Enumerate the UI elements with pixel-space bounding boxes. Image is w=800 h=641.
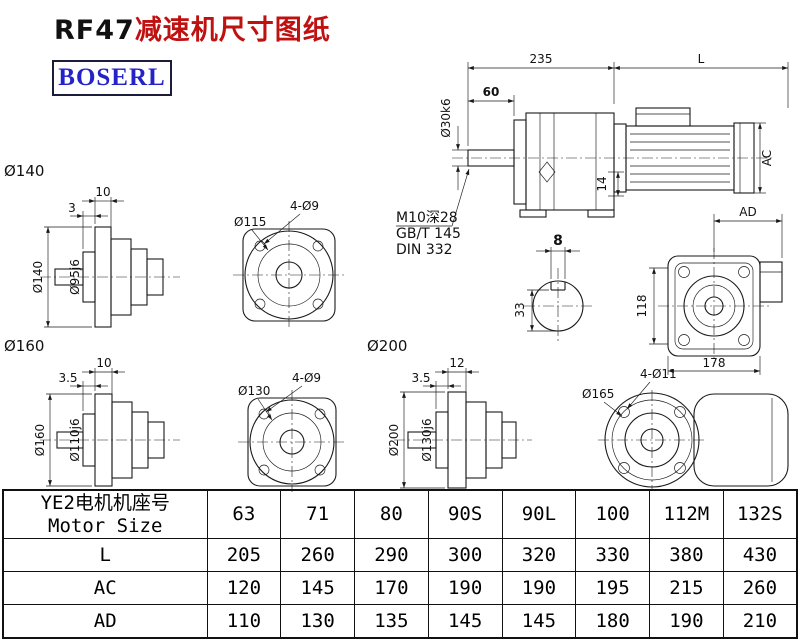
flange-200-front: 4-Ø11 Ø165 — [582, 367, 789, 490]
motor-size-label-cn: YE2电机机座号 — [40, 491, 170, 514]
note-gb-standard: GB/T 145 — [396, 226, 461, 242]
flange-200-side: Ø200 12 3.5 Ø200 Ø130j6 — [367, 337, 532, 489]
value-cell: 190 — [427, 571, 503, 605]
dim-label-235: 235 — [530, 52, 553, 66]
value-cell: 320 — [501, 538, 577, 572]
table-row-L: L 205 260 290 300 320 330 380 430 — [2, 538, 798, 572]
size-col-header: 90S — [427, 489, 503, 539]
value-cell: 430 — [722, 538, 798, 572]
size-col-header: 100 — [575, 489, 650, 539]
dim-label-118: 118 — [635, 295, 649, 318]
flange-140-side: Ø140 10 3 Ø140 Ø95j6 — [4, 162, 180, 328]
dim-label-60: 60 — [483, 85, 500, 99]
brand-logo-text: BOSERL — [58, 64, 166, 91]
section-label-140: Ø140 — [4, 162, 44, 180]
main-side-view — [452, 107, 772, 218]
dim-label-140-od: Ø140 — [31, 261, 45, 293]
value-cell: 135 — [354, 604, 429, 639]
title-text: 减速机尺寸图纸 — [134, 15, 331, 46]
motor-size-header: YE2电机机座号 Motor Size — [2, 489, 208, 539]
dim-label-key-width: 8 — [553, 233, 563, 249]
value-cell: 145 — [501, 604, 577, 639]
value-cell: 290 — [354, 538, 429, 572]
value-cell: 170 — [354, 571, 429, 605]
size-col-header: 71 — [280, 489, 355, 539]
value-cell: 260 — [722, 571, 798, 605]
size-col-header: 63 — [206, 489, 282, 539]
value-cell: 210 — [722, 604, 798, 639]
dim-label-140-holes: 4-Ø9 — [290, 199, 319, 213]
note-din-standard: DIN 332 — [396, 242, 453, 258]
size-col-header: 80 — [354, 489, 429, 539]
value-cell: 130 — [280, 604, 355, 639]
motor-size-table: YE2电机机座号 Motor Size 63 71 80 90S 90L 100… — [2, 489, 798, 639]
dim-label-178: 178 — [703, 356, 726, 370]
dim-label-200-holes: 4-Ø11 — [640, 367, 677, 381]
value-cell: 260 — [280, 538, 355, 572]
value-cell: 145 — [427, 604, 503, 639]
row-label-AC: AC — [2, 571, 208, 605]
value-cell: 180 — [575, 604, 650, 639]
dim-label-160-holes: 4-Ø9 — [292, 371, 321, 385]
section-label-160: Ø160 — [4, 337, 44, 355]
value-cell: 120 — [206, 571, 282, 605]
value-cell: 195 — [575, 571, 650, 605]
dim-label-200-bolt-circle: Ø165 — [582, 387, 614, 401]
dim-label-200-pilot: Ø130j6 — [420, 418, 434, 461]
dim-label-160-bolt-circle: Ø130 — [238, 384, 270, 398]
dim-label-AC: AC — [760, 150, 774, 166]
dim-label-160-spigot: 3.5 — [58, 371, 77, 385]
table-row-AD: AD 110 130 135 145 145 180 190 210 — [2, 604, 798, 639]
table-row-AC: AC 120 145 170 190 190 195 215 260 — [2, 571, 798, 605]
dim-label-200-od: Ø200 — [387, 424, 401, 456]
row-label-AD: AD — [2, 604, 208, 639]
flange-160-side: Ø160 10 3.5 Ø160 Ø110j6 — [4, 337, 180, 487]
value-cell: 215 — [649, 571, 724, 605]
flange-140-front: 4-Ø9 Ø115 — [233, 199, 345, 329]
size-col-header: 90L — [501, 489, 577, 539]
dim-label-140-bolt-circle: Ø115 — [234, 215, 266, 229]
note-thread: M10深28 — [396, 210, 458, 226]
dim-label-200-thickness: 12 — [449, 356, 464, 370]
section-label-200: Ø200 — [367, 337, 407, 355]
dim-label-160-thickness: 10 — [96, 356, 111, 370]
dim-label-140-thickness: 10 — [95, 185, 110, 199]
brand-logo: BOSERL — [52, 60, 172, 96]
dim-label-key-depth: 33 — [513, 302, 527, 317]
size-col-header: 112M — [649, 489, 724, 539]
flange-160-front: 4-Ø9 Ø130 — [238, 371, 346, 492]
size-col-header: 132S — [722, 489, 798, 539]
value-cell: 190 — [501, 571, 577, 605]
key-section-view: 8 33 — [513, 233, 592, 342]
dim-label-14: 14 — [595, 176, 609, 191]
dim-label-AD: AD — [739, 205, 756, 219]
dim-label-200-spigot: 3.5 — [411, 371, 430, 385]
dim-label-L: L — [698, 52, 705, 66]
value-cell: 145 — [280, 571, 355, 605]
dim-label-160-od: Ø160 — [33, 424, 47, 456]
value-cell: 190 — [649, 604, 724, 639]
thread-note: M10深28 GB/T 145 DIN 332 — [396, 168, 470, 258]
dim-label-140-pilot: Ø95j6 — [68, 259, 82, 295]
value-cell: 330 — [575, 538, 650, 572]
dim-label-160-pilot: Ø110j6 — [68, 418, 82, 461]
rear-view: AD 118 178 — [635, 205, 783, 375]
motor-size-label-en: Motor Size — [48, 514, 163, 537]
value-cell: 380 — [649, 538, 724, 572]
technical-drawing: 235 L 60 Ø30k6 14 AC M10深28 GB/T 145 DIN… — [4, 52, 789, 492]
dim-label-140-spigot: 3 — [68, 201, 76, 215]
main-dimensions: 235 L 60 Ø30k6 14 AC — [439, 52, 789, 197]
table-header-row: YE2电机机座号 Motor Size 63 71 80 90S 90L 100… — [2, 489, 798, 539]
dim-label-shaft-dia: Ø30k6 — [439, 98, 453, 137]
row-label-L: L — [2, 538, 208, 572]
value-cell: 300 — [427, 538, 503, 572]
page-title: RF47减速机尺寸图纸 — [54, 8, 331, 47]
title-model: RF47 — [54, 15, 135, 46]
value-cell: 110 — [206, 604, 282, 639]
value-cell: 205 — [206, 538, 282, 572]
